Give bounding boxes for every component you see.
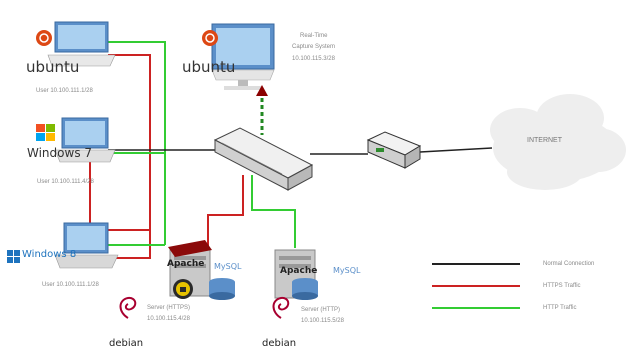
apache-label: Apache [167,259,205,269]
laptop-icon [7,222,119,269]
https-link-pc1 [108,54,151,250]
internet-label: INTERNET [527,137,562,144]
legend-label-normal: Normal Connection [543,261,595,267]
laptop-icon [36,117,116,163]
capture-title-line2: Capture System [292,44,336,50]
internet-cloud-icon [490,94,626,190]
windows-logo-icon [36,124,55,141]
switch-icon [213,127,314,191]
connections [89,41,493,259]
server1-line2: 10.100.115.4/28 [147,316,190,322]
normal-link-router-internet [419,147,493,153]
os-label-ubuntu: ubuntu [182,58,236,76]
capture-title-line1: Real-Time [300,33,328,39]
ubuntu-logo-icon [202,30,218,46]
debian-label: debian [109,338,144,349]
server2-line1: Server (HTTP) [301,307,340,313]
legend-label-http: HTTP Traffic [543,305,577,311]
server2-line2: 10.100.115.5/28 [301,318,344,324]
capture-pointer-icon [256,85,268,96]
pc3-label: User 10.100.111.1/28 [42,282,99,288]
https-link-pc3 [108,250,151,259]
mysql-label: MySQL [214,262,242,271]
https-link-pc2 [89,155,150,231]
capture-monitor-icon [202,23,275,96]
legend-label-https: HTTPS Traffic [543,283,581,289]
pc2-label: User 10.100.111.4/28 [37,179,94,185]
os-label-windows-7: Windows 7 [27,146,93,160]
server1-line1: Server (HTTPS) [147,305,191,311]
os-label-ubuntu: ubuntu [26,58,80,76]
http-link-switch [251,175,296,248]
os-label-windows-8: Windows 8 [22,249,77,260]
mysql-label: MySQL [333,266,361,275]
router-icon [366,131,422,169]
pc1-label: User 10.100.111.1/28 [36,88,93,94]
ubuntu-logo-icon [36,30,52,46]
https-link-switch [207,175,244,248]
debian-label: debian [262,338,297,349]
debian-logo-icon [272,296,290,319]
http-server-icon [274,249,318,300]
debian-logo-icon [119,296,137,319]
capture-ip: 10.100.115.3/28 [292,56,335,62]
https-server-icon [168,240,235,300]
apache-label: Apache [280,266,318,276]
windows8-logo-icon [7,250,20,263]
apache-feather-icon [168,240,212,257]
http-link-pc1 [108,41,166,245]
legend [432,263,520,309]
computer-icon [36,21,116,67]
